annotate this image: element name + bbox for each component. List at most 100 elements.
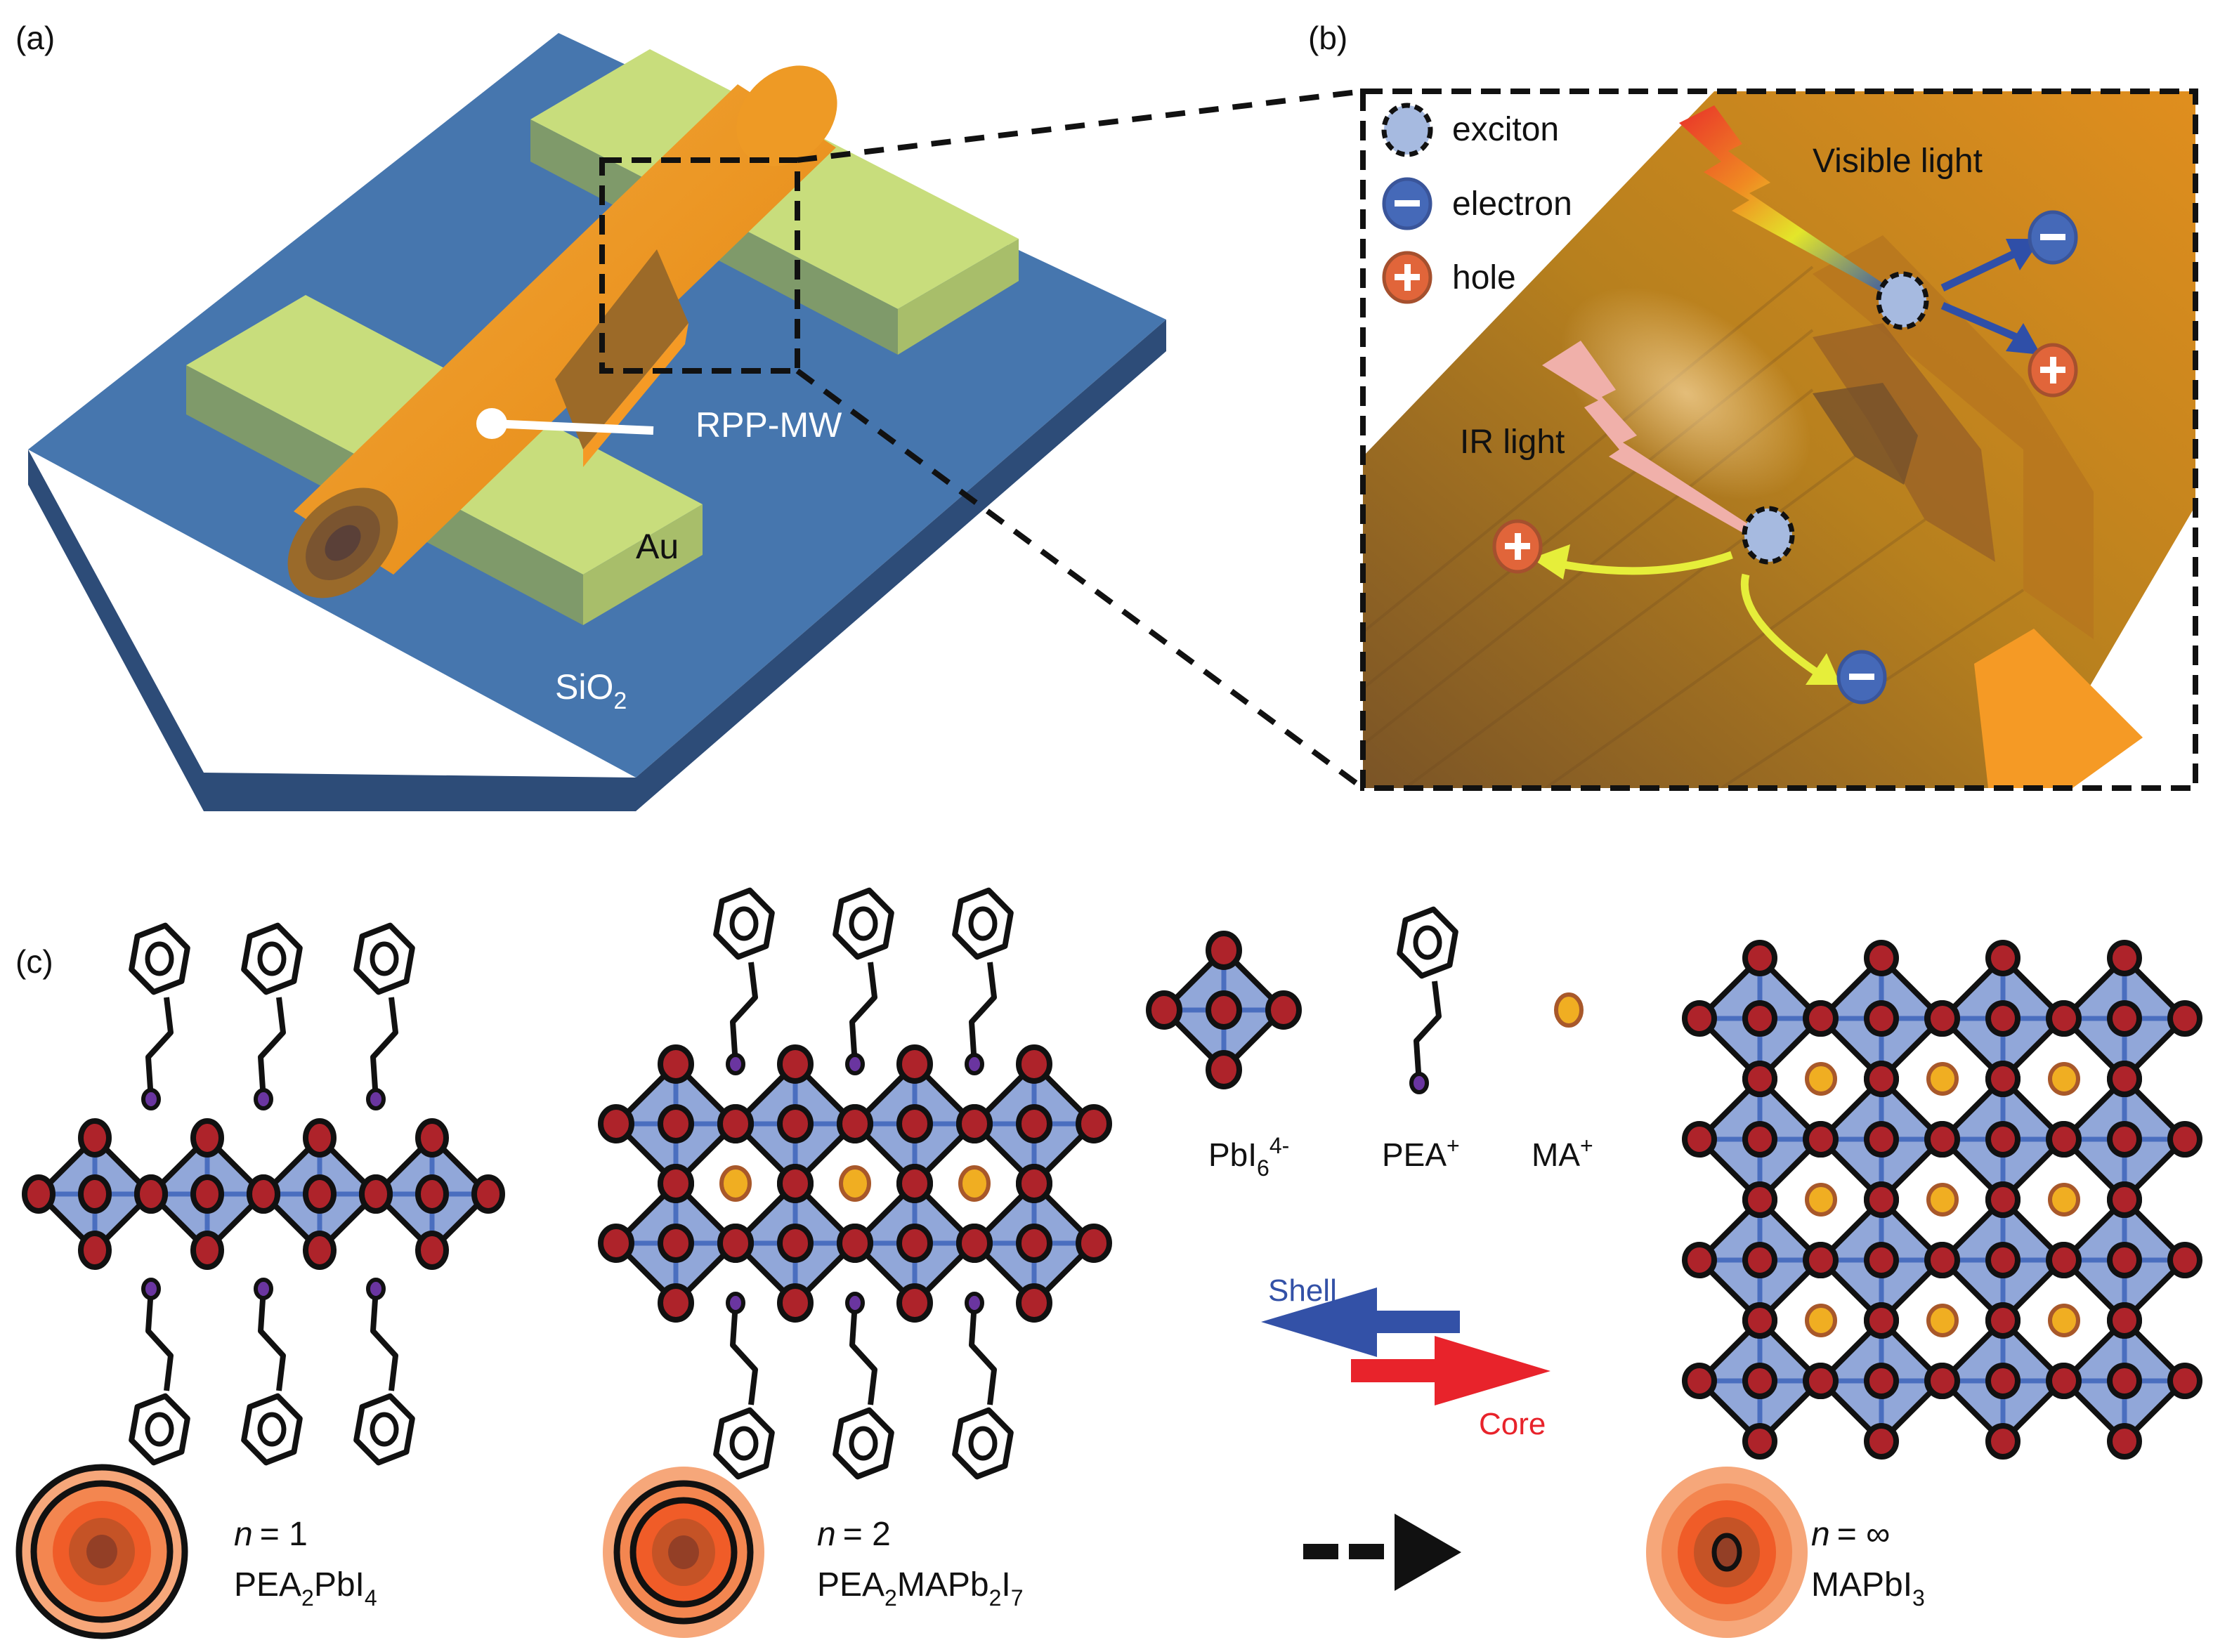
iodide-atom — [1803, 1121, 1839, 1158]
iodide-atom — [1742, 1121, 1777, 1158]
benzene-aromatic-circle — [849, 906, 878, 941]
iodide-atom — [22, 1174, 56, 1214]
panel-c-label: (c) — [15, 943, 53, 980]
sio2-substrate-side — [28, 450, 204, 811]
iodide-atom — [78, 1231, 112, 1270]
iodide-atom — [777, 1104, 814, 1143]
benzene-ring — [1397, 906, 1458, 979]
iodide-atom — [777, 1164, 814, 1203]
iodide-atom — [896, 1104, 933, 1143]
iodide-atom — [2167, 1242, 2202, 1278]
shell-layer-1 — [1813, 235, 2094, 639]
substrate-label: SiO2 — [555, 667, 627, 714]
pea-chain — [849, 1302, 877, 1405]
iodide-atom — [1076, 1224, 1112, 1263]
zoom-detail-frame — [1360, 88, 2198, 791]
benzene-aromatic-circle — [968, 906, 998, 941]
electron-ir — [1836, 650, 1887, 704]
iodide-atom — [1925, 1121, 1960, 1158]
iodide-atom — [658, 1164, 694, 1203]
pea-ammonium — [965, 1292, 984, 1314]
hole-icon — [1382, 251, 1432, 304]
pea-chain — [849, 962, 877, 1065]
iodide-atom — [896, 1044, 933, 1084]
benzene-ring — [833, 1407, 894, 1480]
panel-b: (b) — [1308, 20, 2198, 791]
ma-cation — [1805, 1062, 1837, 1096]
iodide-atom — [777, 1044, 814, 1084]
iodide-atom — [1682, 1363, 1717, 1399]
ma-cation — [2048, 1183, 2080, 1217]
iodide-atom — [1742, 1061, 1777, 1097]
shell-arrow — [1261, 1287, 1460, 1357]
ma-cation — [2048, 1062, 2080, 1096]
iodide-atom — [1742, 940, 1777, 976]
outer-rim — [1974, 629, 2143, 788]
iodide-atom — [837, 1224, 873, 1263]
electron-visible — [2028, 210, 2078, 265]
rpp-microwire — [287, 65, 837, 598]
iodide-atom — [1985, 1363, 2021, 1399]
pea-chain — [730, 1302, 758, 1405]
iodide-atom — [1864, 940, 1899, 976]
benzene-aromatic-circle — [1413, 925, 1442, 960]
benzene-ring — [713, 1407, 775, 1480]
sio2-substrate-right-edge — [636, 320, 1166, 811]
zoom-line-top — [797, 88, 1364, 163]
benzene-aromatic-circle — [370, 941, 399, 976]
iodide-atom — [78, 1174, 112, 1214]
iodide-atom — [190, 1174, 224, 1214]
exciton-icon — [1381, 103, 1433, 157]
ma-cation — [958, 1165, 991, 1202]
electron-icon — [1382, 177, 1432, 230]
exciton-profile-ninf — [1646, 1467, 1808, 1638]
pea-chain — [145, 997, 174, 1100]
dashed-arrow-dash — [1303, 1544, 1338, 1559]
iodide-atom — [717, 1224, 754, 1263]
wire-cutaway — [555, 249, 688, 450]
iodide-atom — [2167, 1121, 2202, 1158]
iodide-atom — [1985, 940, 2021, 976]
pea-chain — [370, 1288, 398, 1391]
iodide-atom — [2107, 1181, 2142, 1218]
exciton-visible — [1876, 271, 1929, 330]
iodide-atom — [2167, 1000, 2202, 1037]
iodide-atom — [1076, 1104, 1112, 1143]
crystal-structures — [22, 887, 2202, 1480]
iodide-atom — [1742, 1363, 1777, 1399]
exciton-ir — [1742, 506, 1795, 565]
benzene-aromatic-circle — [257, 1412, 287, 1447]
pea-ammonium — [141, 1088, 161, 1110]
iodide-atom — [1682, 1000, 1717, 1037]
benzene-aromatic-circle — [370, 1412, 399, 1447]
hole-ir — [1492, 519, 1543, 574]
pea-chain — [969, 1302, 997, 1405]
arrow-head — [1806, 653, 1841, 685]
ninf-formula: MAPbI3 — [1811, 1566, 1925, 1611]
iodide-atom — [1985, 1061, 2021, 1097]
iodide-atom — [2107, 1121, 2142, 1158]
arrow-head — [2006, 323, 2041, 355]
n2-label: n= 2 — [817, 1516, 891, 1553]
iodide-atom — [1985, 1000, 2021, 1037]
iodide-atom — [777, 1224, 814, 1263]
benzene-ring — [129, 922, 190, 995]
legend-pea-label: PEA+ — [1382, 1133, 1460, 1173]
panel-b-label: (b) — [1308, 20, 1347, 56]
iodide-atom — [1742, 1302, 1777, 1339]
iodide-atom — [1925, 1363, 1960, 1399]
legend-exciton-label: exciton — [1452, 111, 1559, 148]
iodide-atom — [303, 1118, 337, 1158]
ma-cation — [1926, 1304, 1959, 1337]
iodide-atom — [717, 1104, 754, 1143]
benzene-ring — [833, 887, 894, 960]
benzene-ring — [952, 1407, 1014, 1480]
pea-ammonium — [965, 1053, 984, 1075]
ir-light-bolt — [1542, 341, 1774, 546]
iodide-atom — [415, 1231, 449, 1270]
legend-hole-label: hole — [1452, 259, 1516, 296]
pea-chain — [258, 1288, 286, 1391]
iodide-atom — [303, 1174, 337, 1214]
ir-carrier-arrows — [1548, 551, 1822, 678]
benzene-ring — [353, 922, 415, 995]
